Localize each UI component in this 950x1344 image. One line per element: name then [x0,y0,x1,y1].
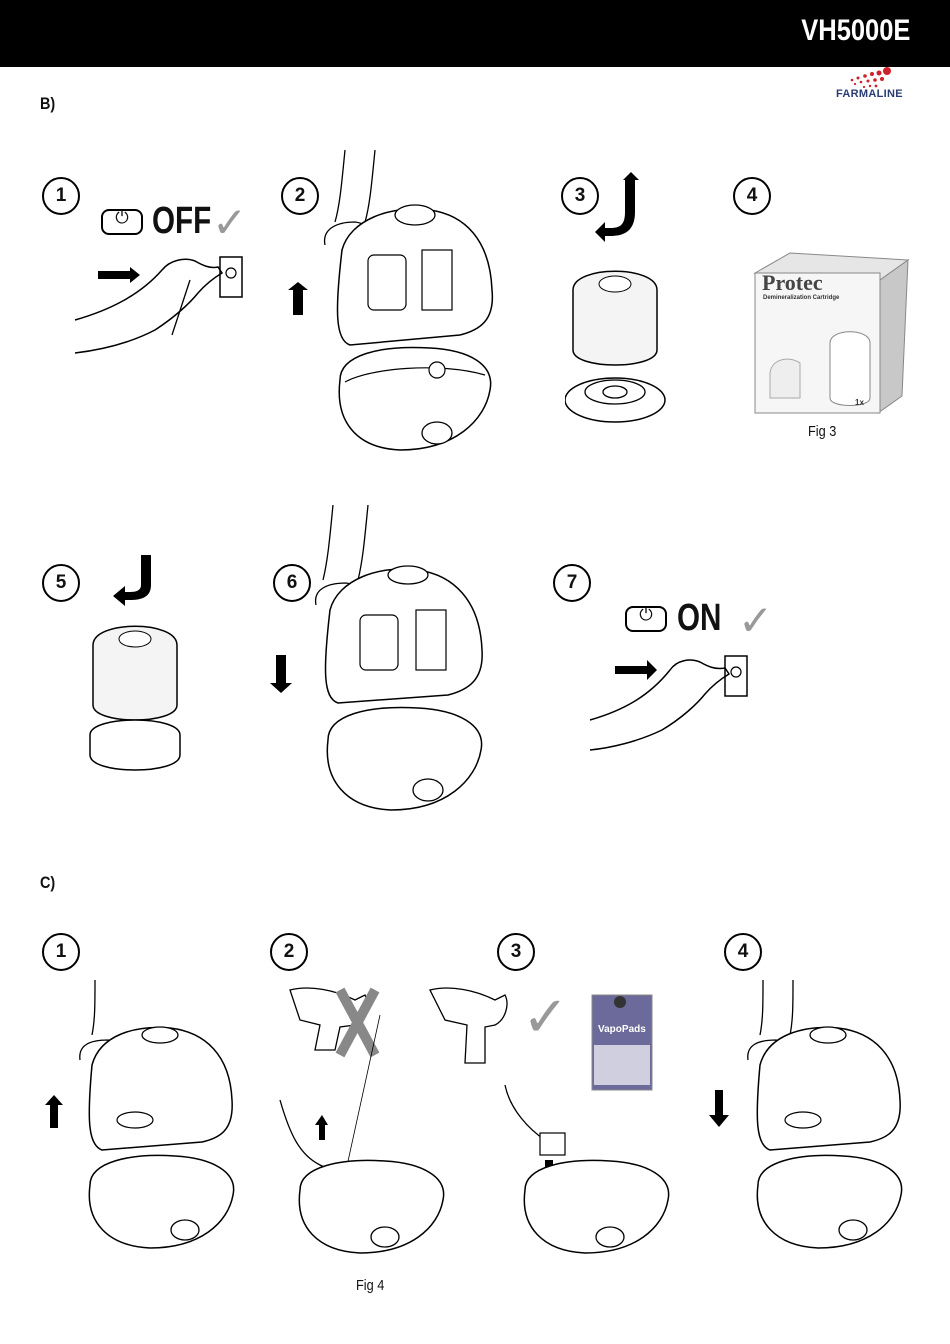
power-button-icon: ⏻ [101,209,143,235]
off-label: OFF [152,200,211,243]
unplug-hand-icon [70,245,260,360]
screw-cartridge-illustration [85,550,195,785]
replace-tank-illustration [708,980,913,1250]
power-button-icon: ⏻ [625,606,667,632]
protec-box-subtitle: Demineralization Cartridge [763,295,839,301]
step-b1-number: 1 [42,177,80,215]
lift-tank-illustration [280,150,500,455]
fig3-caption: Fig 3 [808,423,836,440]
check-icon: ✓ [738,596,773,645]
unscrew-cartridge-illustration [565,170,675,445]
header-bar: VH5000E [0,0,950,67]
step-b5-number: 5 [42,564,80,602]
section-c-label: C) [40,873,55,893]
check-icon: ✓ [212,198,247,247]
insert-pad-illustration [495,1085,675,1260]
lift-tank-illustration [40,980,245,1250]
fig4-caption: Fig 4 [356,1277,384,1294]
vapopads-box-illustration [582,990,662,1095]
step-c1-number: 1 [42,933,80,971]
farmaline-logo-text: FARMALINE [836,88,903,100]
replace-tank-illustration [268,505,493,815]
remove-pad-illustration [270,965,450,1260]
check-icon: ✓ [522,985,569,1050]
step-c4-number: 4 [724,933,762,971]
section-b-label: B) [40,94,55,114]
model-number: VH5000E [801,14,910,48]
protec-box-count: 1x [855,398,864,407]
step-b7-number: 7 [553,564,591,602]
vapopads-box-title: VapoPads [598,1024,646,1035]
on-label: ON [677,597,721,640]
step-b4-number: 4 [733,177,771,215]
plug-in-hand-icon [585,650,755,755]
protec-box-title: Protec [762,270,823,296]
